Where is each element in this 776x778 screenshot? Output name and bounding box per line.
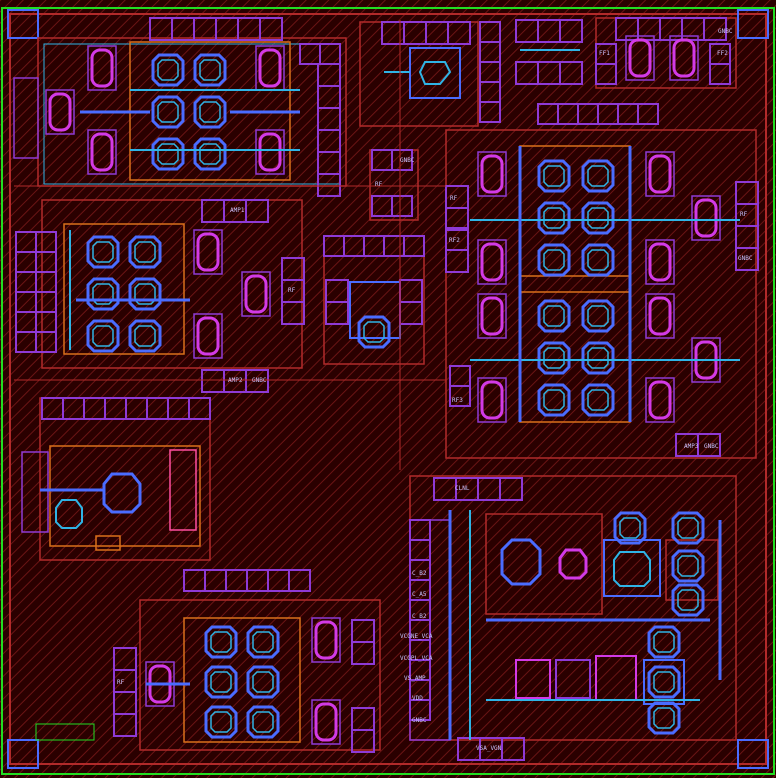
bond-pad [409, 699, 431, 721]
layout-label: GNBC [718, 28, 733, 35]
block-g-outline [445, 129, 757, 459]
block-j-cell1 [515, 659, 551, 699]
bond-pad [245, 369, 269, 393]
bond-pad [479, 101, 501, 123]
bond-pad [288, 569, 311, 592]
block-i-core [183, 617, 301, 743]
pad-frame [13, 77, 39, 159]
layout-label: VS_AMP [404, 675, 426, 682]
block-h-octagon-small [55, 499, 83, 529]
layout-label: VSA_VGN [476, 745, 502, 752]
bond-pad [281, 301, 305, 325]
bond-pad [735, 247, 759, 271]
bond-pad [447, 21, 471, 45]
layout-label: FF2 [717, 50, 728, 57]
layout-label: AMP1 [230, 207, 245, 214]
layout-label: GNBC [400, 157, 415, 164]
bond-pad [697, 433, 721, 457]
pad-frame [21, 451, 49, 533]
layout-label: C_B2 [412, 613, 427, 620]
layout-label: RF [740, 211, 748, 218]
block-j-octagon [500, 538, 542, 586]
die-outline-green [1, 7, 775, 775]
bond-pad [391, 149, 413, 171]
bond-pad [445, 249, 469, 273]
layout-label: RF [375, 181, 383, 188]
bond-pad [559, 61, 583, 85]
bond-pad [351, 729, 375, 753]
layout-label: RF [117, 679, 125, 686]
bond-pad [317, 173, 341, 197]
corner-tl [7, 9, 39, 39]
bond-pad [391, 195, 413, 217]
layout-label: VCGNE_VCA [400, 633, 433, 640]
block-j-cell2 [555, 659, 591, 699]
block-b-shape [418, 61, 452, 85]
layout-label: GNBC [738, 255, 753, 262]
bond-pad [35, 331, 57, 353]
circuit-blocks [13, 17, 759, 761]
bond-pad [113, 713, 137, 737]
bond-pad [445, 207, 469, 231]
layout-label: VDD [412, 695, 423, 702]
block-h-strip [169, 449, 197, 531]
die-outline-red [9, 13, 767, 765]
block-h-cap [95, 535, 121, 551]
bond-pad [259, 17, 283, 41]
bond-pad [637, 103, 659, 125]
bond-pad [559, 19, 583, 43]
block-j-sq2 [665, 539, 719, 601]
bond-pad [499, 477, 523, 501]
layout-label: AMP3 [684, 443, 699, 450]
bond-pad [449, 385, 471, 407]
block-e-core [63, 223, 185, 355]
bond-pad [188, 397, 211, 420]
layout-label: GNBC [704, 443, 719, 450]
bond-pad [709, 63, 731, 85]
layout-label: VCGPL_VCA [400, 655, 433, 662]
bond-pad [351, 641, 375, 665]
block-j-sq1 [603, 539, 661, 597]
block-j-oct3 [613, 551, 651, 587]
block-h-core [49, 445, 201, 547]
corner-tr [737, 9, 769, 39]
bond-pad [325, 301, 349, 325]
layout-label: GNBC [412, 717, 427, 724]
corner-bl [7, 739, 39, 769]
layout-label: CLNL [455, 485, 470, 492]
block-j-sub1 [485, 513, 603, 615]
layout-label: RF2 [449, 237, 460, 244]
marker-green [35, 723, 95, 741]
layout-label: C_B2 [412, 570, 427, 577]
bond-pad [703, 17, 727, 41]
bond-pad [595, 63, 617, 85]
bond-pad [501, 737, 525, 761]
layout-label: C_A5 [412, 591, 427, 598]
bond-pad [403, 235, 425, 257]
layout-label: RF3 [452, 397, 463, 404]
block-j-octagon2 [558, 548, 588, 580]
layout-label: GNBC [252, 377, 267, 384]
layout-label: FF1 [599, 50, 610, 57]
block-i-outline [139, 599, 381, 751]
corner-br [737, 739, 769, 769]
layout-label: RF [288, 287, 296, 294]
layout-label: RF [450, 195, 458, 202]
layout-label: AMP2 [228, 377, 243, 384]
block-e-outline [41, 199, 303, 369]
bond-pad [245, 199, 269, 223]
